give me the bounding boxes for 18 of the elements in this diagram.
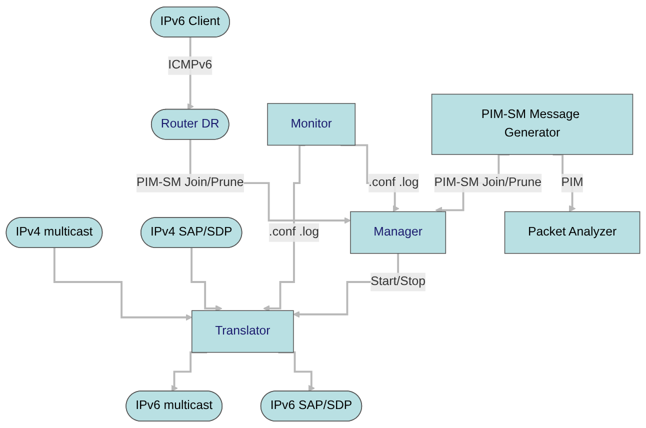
edge-label: ICMPv6: [168, 58, 212, 72]
arrow: [171, 351, 208, 392]
arrow: [552, 154, 576, 212]
edge-label: .conf .log: [268, 226, 320, 239]
node-box: Packet Analyzer: [504, 211, 640, 254]
node-box: Translator: [192, 310, 294, 353]
edge-label: .conf .log: [368, 176, 419, 190]
edge-label: PIM-SM Join/Prune: [434, 176, 542, 190]
edge-label: Start/Stop: [370, 275, 426, 288]
node-box: Manager: [350, 211, 446, 254]
arrow: [190, 247, 222, 312]
node-box: Monitor: [267, 103, 356, 146]
node-box: PIM-SM Message Generator: [431, 94, 634, 155]
arrow: [278, 351, 315, 392]
edge-label: PIM-SM Join/Prune: [136, 176, 244, 190]
edge-label: PIM: [561, 176, 584, 190]
arrow: [53, 247, 192, 321]
arrow: [263, 144, 306, 312]
